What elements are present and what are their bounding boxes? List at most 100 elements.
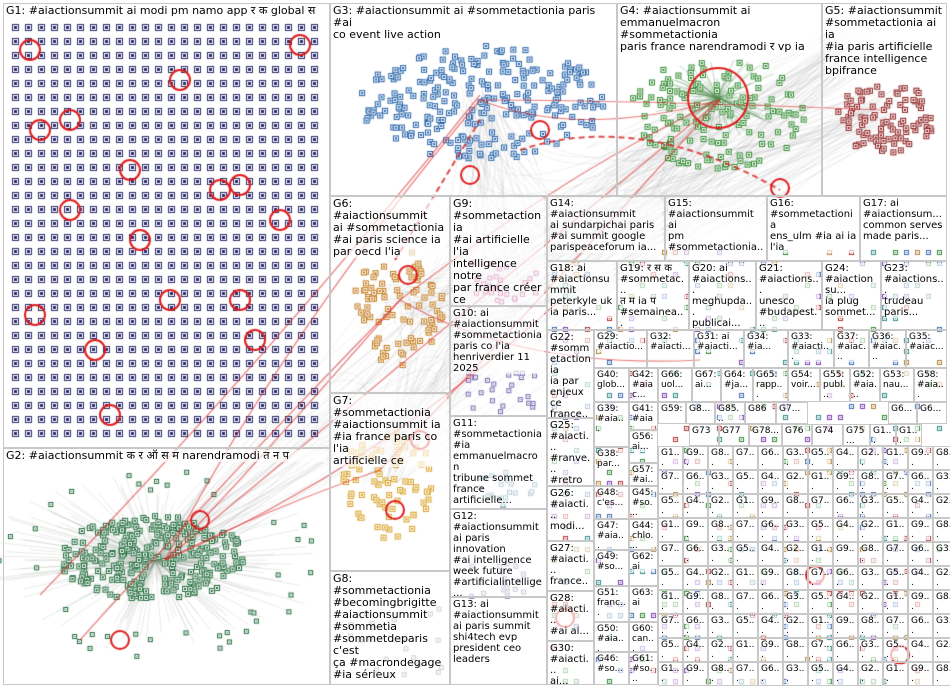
small-group-label: G75...	[846, 426, 867, 445]
small-group-box: G49: #so...	[594, 550, 629, 586]
small-group-box: G8...	[708, 662, 733, 686]
small-group-label: G9...	[686, 520, 705, 540]
small-group-label: G57: #ai...	[632, 465, 655, 485]
small-group-label: G1...	[886, 664, 905, 684]
small-group-label: G8...	[711, 520, 730, 540]
small-group-label: G9...	[761, 496, 780, 516]
group-box-g24: G24: #aiactionsu... ia plug sommet...	[822, 261, 881, 330]
small-group-label: G7...	[811, 640, 830, 660]
small-group-label: G3...	[936, 544, 950, 564]
group-label-g12: G12: #aiactionsummit ai paris innovation…	[453, 511, 544, 596]
small-group-label: G2...	[861, 448, 880, 468]
small-group-label: G9...	[836, 472, 855, 492]
small-group-label: G2...	[786, 616, 805, 636]
group-box-g53: G53: nau...	[880, 368, 914, 402]
small-group-label: G6...	[761, 448, 780, 468]
group-box-g27: G27: #aiacti... france...	[547, 541, 594, 591]
small-group-label: G2...	[861, 520, 880, 540]
small-group-box: G7...	[808, 494, 833, 518]
small-group-box: G2...	[708, 638, 733, 662]
small-group-box: G6...	[888, 402, 917, 424]
group-box-g1: G1: #aiactionsummit ai modi pm namo app …	[3, 3, 330, 448]
group-label-g25: G25: #aiacti... #ranve... #retro #vd12..…	[550, 420, 591, 485]
small-group-box: G8...	[933, 446, 950, 470]
small-group-label: G3...	[861, 640, 880, 660]
small-group-label: G6...	[891, 404, 914, 414]
small-group-label: G1...	[736, 640, 755, 660]
small-group-label: G9...	[686, 448, 705, 468]
small-group-label: G78...	[752, 426, 780, 436]
group-box-g40: G40: glob...	[594, 368, 629, 402]
small-group-label: G3...	[936, 616, 950, 636]
small-group-label: G5...	[661, 640, 680, 660]
small-group-label: G1...	[661, 664, 680, 684]
group-label-g8: G8: #sommetactionia #becomingbrigitte #a…	[333, 573, 447, 681]
small-group-box: G4...	[833, 518, 858, 542]
small-group-box: G63: ai	[629, 586, 658, 622]
group-label-g6: G6: #aiactionsummit ai #sommetactionia #…	[333, 198, 447, 258]
small-group-box: G8...	[858, 542, 883, 566]
small-group-box: G1...	[808, 542, 833, 566]
small-group-label: G74	[815, 426, 840, 436]
small-group-box: G6...	[833, 638, 858, 662]
group-box-g22: G22: #sommetactionia ia par enjeux ce fr…	[547, 330, 594, 418]
small-group-box: G86	[745, 402, 776, 424]
small-group-box: G8...	[933, 662, 950, 686]
small-group-label: G1...	[899, 426, 919, 446]
small-group-label: G4...	[836, 592, 855, 612]
small-group-box: G1...	[883, 662, 908, 686]
small-group-box: G62: ai	[629, 550, 658, 586]
group-box-g5: G5: #aiactionsummit #sommetactionia ai i…	[822, 3, 947, 196]
small-group-box: G5...	[883, 494, 908, 518]
group-box-g66: G66: uol...	[658, 368, 692, 402]
group-label-g35: G35: #aiac...	[909, 332, 944, 352]
small-group-box: G5...	[883, 566, 908, 590]
small-group-box: G5...	[808, 518, 833, 542]
group-box-g16: G16: #sommetactionia ens_ulm #ia ai ia l…	[767, 196, 860, 261]
small-group-box: G8...	[933, 518, 950, 542]
small-group-label: G9...	[686, 664, 705, 684]
group-label-g52: G52: #aia...	[853, 370, 877, 400]
group-box-g28: G28: #aiacti... #ai ai...	[547, 591, 594, 641]
small-group-box: G9...	[908, 590, 933, 614]
small-group-label: G46: #so...	[597, 654, 626, 674]
small-group-box: G3...	[783, 662, 808, 686]
small-group-label: G6...	[686, 544, 705, 564]
group-label-g5: G5: #aiactionsummit #sommetactionia ai i…	[825, 4, 944, 77]
small-group-box: G2...	[708, 566, 733, 590]
group-box-g14: G14: #aiactionsummit ai sundarpichai par…	[547, 196, 665, 261]
small-group-box: G3...	[783, 590, 808, 614]
small-group-box: G9...	[833, 614, 858, 638]
small-group-label: G8...	[786, 568, 805, 588]
small-group-box: G7...	[808, 566, 833, 590]
small-group-box: G50: #aia...	[594, 622, 629, 652]
small-group-label: G6...	[761, 592, 780, 612]
small-group-box: G2...	[933, 566, 950, 590]
small-group-box: G8...	[708, 446, 733, 470]
small-group-label: G7...	[886, 544, 905, 564]
small-group-box: G6...	[833, 566, 858, 590]
group-box-g26: G26: #aiacti... modi...	[547, 486, 594, 541]
small-group-box: G7...	[883, 470, 908, 494]
small-group-label: G4...	[686, 640, 705, 660]
small-group-label: G5...	[811, 520, 830, 540]
small-group-box: G4...	[758, 614, 783, 638]
small-group-box: G7...	[658, 614, 683, 638]
group-label-g22: G22: #sommetactionia ia par enjeux ce fr…	[550, 332, 591, 417]
small-group-label: G9...	[686, 592, 705, 612]
group-box-g4: G4: #aiactionsummit ai emmanuelmacron #s…	[617, 3, 822, 196]
small-group-box: G44: chlo...	[629, 519, 658, 550]
small-group-label: G7...	[886, 472, 905, 492]
group-box-g34: G34: #ia...	[744, 330, 788, 368]
group-label-g3: G3: #aiactionsummit ai #sommetactionia p…	[333, 5, 614, 41]
small-group-label: G8...	[689, 404, 712, 414]
group-box-g55: G55: publ...	[820, 368, 850, 402]
small-group-box: G7...	[733, 662, 758, 686]
small-group-box: G9...	[683, 590, 708, 614]
group-label-g31: G31: ai #aiacti...	[697, 332, 741, 352]
small-group-label: G1...	[661, 592, 680, 612]
group-label-g13: G13: ai #aiactionsummit ai paris summit …	[453, 599, 544, 665]
small-group-box: G6...	[908, 542, 933, 566]
group-box-g18: G18: ai #aiactionsummit peterkyle uk ia …	[547, 261, 617, 330]
small-group-label: G1...	[736, 496, 755, 516]
